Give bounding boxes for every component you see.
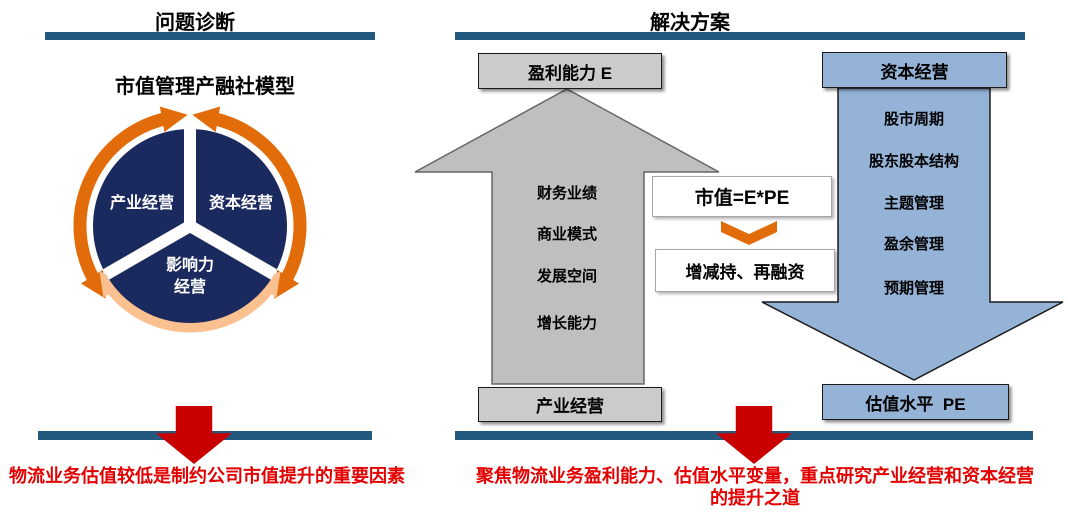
divider-left — [102, 220, 194, 280]
left-red-down-arrow-icon — [156, 406, 232, 464]
right-section-title: 解决方案 — [650, 12, 730, 34]
market-value-model-diagram: 产业经营 资本经营 影响力 经营 — [73, 106, 307, 333]
right-title-underline-bar — [455, 32, 1025, 40]
right-red-down-arrow-icon — [716, 406, 792, 464]
valuation-down-arrow — [761, 87, 1064, 381]
valuation-item-5: 预期管理 — [883, 280, 944, 297]
valuation-footer-box: 估值水平 PE — [822, 384, 1009, 420]
chevron-down-icon — [721, 221, 777, 245]
cycle-arc-right-icon — [192, 106, 307, 299]
cycle-arc-bottom-icon — [99, 271, 281, 333]
segment-label-capital: 资本经营 — [209, 193, 273, 212]
valuation-item-2: 股东股本结构 — [868, 153, 959, 170]
up-arrow-icon — [414, 88, 720, 385]
left-section-title: 问题诊断 — [155, 12, 235, 34]
cycle-arc-left-icon — [73, 106, 188, 299]
profit-item-2: 商业模式 — [536, 226, 597, 243]
left-caption: 物流业务估值较低是制约公司市值提升的重要因素 — [9, 466, 405, 486]
profit-footer-box: 产业经营 — [478, 387, 662, 422]
profit-up-arrow — [414, 88, 720, 385]
segment-label-influence-line2: 经营 — [174, 277, 206, 296]
action-box: 增减持、再融资 — [655, 249, 835, 292]
model-title: 市值管理产融社模型 — [115, 76, 295, 98]
valuation-item-4: 盈余管理 — [883, 236, 944, 253]
formula-box: 市值=E*PE — [652, 176, 832, 217]
profit-item-4: 增长能力 — [536, 315, 597, 332]
down-arrow-icon — [761, 87, 1064, 381]
right-caption-line2: 的提升之道 — [710, 488, 800, 508]
profit-item-3: 发展空间 — [536, 268, 597, 285]
valuation-item-3: 主题管理 — [883, 195, 944, 212]
segment-label-influence-line1: 影响力 — [166, 255, 214, 274]
left-title-underline-bar — [45, 32, 375, 40]
right-caption-line1: 聚焦物流业务盈利能力、估值水平变量，重点研究产业经营和资本经营 — [476, 466, 1034, 486]
segment-label-industry: 产业经营 — [110, 193, 174, 212]
valuation-item-1: 股市周期 — [883, 111, 944, 128]
capital-header-box: 资本经营 — [822, 52, 1007, 88]
divider-right — [186, 220, 278, 280]
profit-header-box: 盈利能力 E — [478, 53, 662, 89]
profit-item-1: 财务业绩 — [536, 185, 597, 202]
